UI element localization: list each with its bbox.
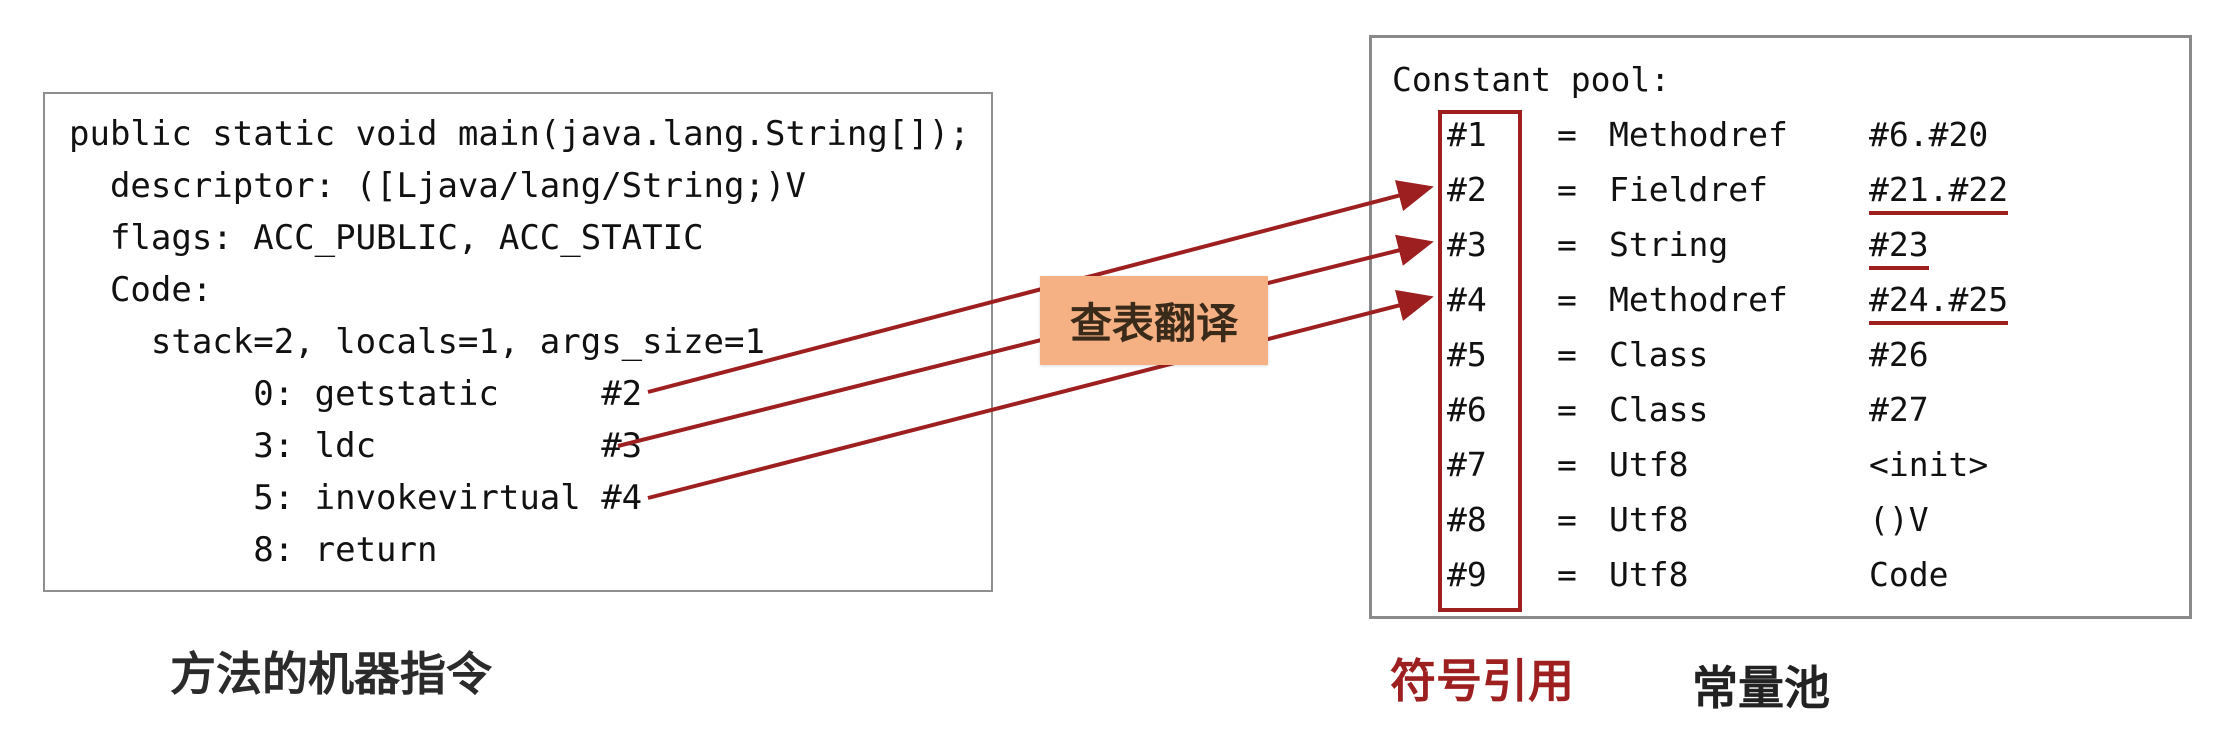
pool-row-8: #8 = Utf8 ()V xyxy=(1392,492,2169,547)
pool-row-5: #5 = Class #26 xyxy=(1392,327,2169,382)
pool-eq: = xyxy=(1557,115,1577,154)
pool-index: #6 xyxy=(1447,390,1487,429)
code-line-invokevirtual: 5: invokevirtual #4 xyxy=(69,478,643,518)
code-line: stack=2, locals=1, args_size=1 xyxy=(69,322,765,362)
pool-value: Code xyxy=(1869,555,1949,594)
pool-index: #1 xyxy=(1447,115,1487,154)
pool-index: #7 xyxy=(1447,445,1487,484)
pool-type: Utf8 xyxy=(1609,500,1689,539)
code-line-return: 8: return xyxy=(69,530,438,570)
constant-pool-panel: Constant pool: #1 = Methodref #6.#20 #2 … xyxy=(1369,35,2192,619)
caption-constant-pool: 常量池 xyxy=(1692,661,1830,715)
pool-row-7: #7 = Utf8 <init> xyxy=(1392,437,2169,492)
code-line-getstatic: 0: getstatic #2 xyxy=(69,374,643,414)
pool-type: Fieldref xyxy=(1609,170,1768,209)
pool-index: #8 xyxy=(1447,500,1487,539)
pool-row-9: #9 = Utf8 Code xyxy=(1392,547,2169,602)
pool-value: ()V xyxy=(1869,500,1929,539)
code-line-ldc: 3: ldc #3 xyxy=(69,426,643,466)
pool-row-1: #1 = Methodref #6.#20 xyxy=(1392,107,2169,162)
pool-value: #24.#25 xyxy=(1869,272,2169,327)
pool-eq: = xyxy=(1557,500,1577,539)
pool-value: #23 xyxy=(1869,217,2169,272)
pool-type: String xyxy=(1609,225,1729,264)
pool-eq: = xyxy=(1557,555,1577,594)
pool-index: #9 xyxy=(1447,555,1487,594)
code-line: Code: xyxy=(69,270,213,310)
constant-pool-title: Constant pool: xyxy=(1392,60,1671,99)
code-line: descriptor: ([Ljava/lang/String;)V xyxy=(69,166,806,206)
pool-eq: = xyxy=(1557,390,1577,429)
bytecode-panel: public static void main(java.lang.String… xyxy=(43,92,993,592)
pool-row-6: #6 = Class #27 xyxy=(1392,382,2169,437)
pool-value: #21.#22 xyxy=(1869,162,2169,217)
pool-eq: = xyxy=(1557,335,1577,374)
caption-machine-instructions: 方法的机器指令 xyxy=(170,647,492,701)
pool-row-4: #4 = Methodref #24.#25 xyxy=(1392,272,2169,327)
pool-value: #27 xyxy=(1869,390,1929,429)
code-line: public static void main(java.lang.String… xyxy=(69,114,970,154)
pool-type: Methodref xyxy=(1609,115,1788,154)
pool-row-3: #3 = String #23 xyxy=(1392,217,2169,272)
pool-eq: = xyxy=(1557,280,1577,319)
pool-type: Class xyxy=(1609,390,1709,429)
pool-type: Utf8 xyxy=(1609,445,1689,484)
pool-index: #5 xyxy=(1447,335,1487,374)
pool-value: <init> xyxy=(1869,445,1989,484)
pool-value: #26 xyxy=(1869,335,1929,374)
lookup-translate-label: 查表翻译 xyxy=(1040,276,1269,365)
caption-symbolic-reference: 符号引用 xyxy=(1390,654,1574,708)
pool-eq: = xyxy=(1557,225,1577,264)
pool-index: #2 xyxy=(1447,170,1487,209)
pool-eq: = xyxy=(1557,445,1577,484)
pool-index: #4 xyxy=(1447,280,1487,319)
pool-eq: = xyxy=(1557,170,1577,209)
pool-row-2: #2 = Fieldref #21.#22 xyxy=(1392,162,2169,217)
code-line: flags: ACC_PUBLIC, ACC_STATIC xyxy=(69,218,704,258)
pool-value: #6.#20 xyxy=(1869,115,1989,154)
pool-type: Class xyxy=(1609,335,1709,374)
pool-type: Utf8 xyxy=(1609,555,1689,594)
pool-type: Methodref xyxy=(1609,280,1788,319)
pool-index: #3 xyxy=(1447,225,1487,264)
